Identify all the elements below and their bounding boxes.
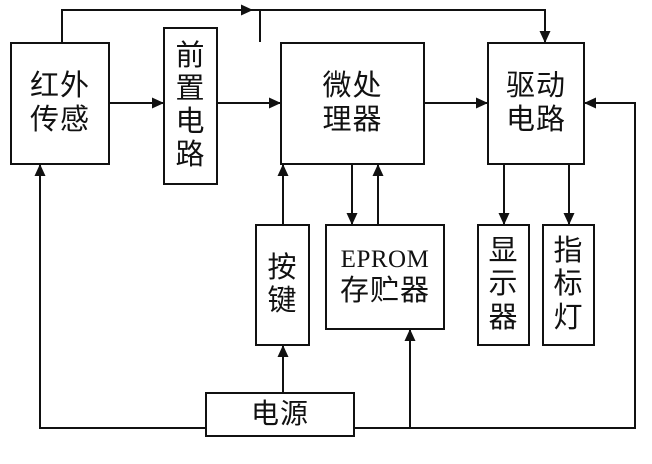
block-label-line: 驱动	[505, 70, 566, 103]
block-label-line: 键	[267, 285, 298, 317]
block-label-line: 理器	[322, 103, 383, 136]
block-label-line: 红外	[29, 70, 90, 103]
block-power-supply: 电源	[205, 392, 355, 437]
block-label-line: 示	[488, 268, 519, 301]
block-eprom-memory: EPROM 存贮器	[325, 224, 445, 330]
top-bus-direction-arrowhead	[241, 4, 253, 16]
block-label-line: 指	[553, 235, 584, 268]
block-label-line: 标	[553, 268, 584, 301]
block-label-line: 电	[175, 106, 206, 138]
block-label-line: 显	[488, 235, 519, 268]
block-driver-circuit: 驱动 电路	[487, 42, 585, 165]
block-label-line: 前	[175, 39, 206, 72]
block-label-line: 电源	[250, 398, 309, 430]
block-indicator-lamp: 指 标 灯	[542, 224, 595, 346]
block-label-line: 微处	[322, 70, 383, 103]
block-label-line: 存贮器	[339, 274, 430, 307]
block-preamp-circuit: 前 置 电 路	[163, 27, 218, 185]
block-label-line: 置	[175, 72, 206, 105]
block-label-line: EPROM	[340, 246, 430, 274]
block-display: 显 示 器	[477, 224, 530, 346]
block-label-line: 器	[488, 301, 519, 334]
block-infrared-sensor: 红外 传感	[10, 42, 110, 165]
block-keys: 按 键	[255, 224, 310, 346]
block-label-line: 按	[267, 251, 298, 284]
block-label-line: 电路	[505, 103, 566, 136]
top-bus-sensor-to-driver	[61, 9, 551, 43]
block-label-line: 灯	[553, 301, 584, 334]
block-label-line: 传感	[29, 103, 90, 136]
block-label-line: 路	[175, 139, 206, 172]
arrow-power-to-sensor	[34, 164, 205, 429]
arrow-power-to-driver	[355, 97, 636, 429]
block-microprocessor: 微处 理器	[280, 42, 425, 165]
